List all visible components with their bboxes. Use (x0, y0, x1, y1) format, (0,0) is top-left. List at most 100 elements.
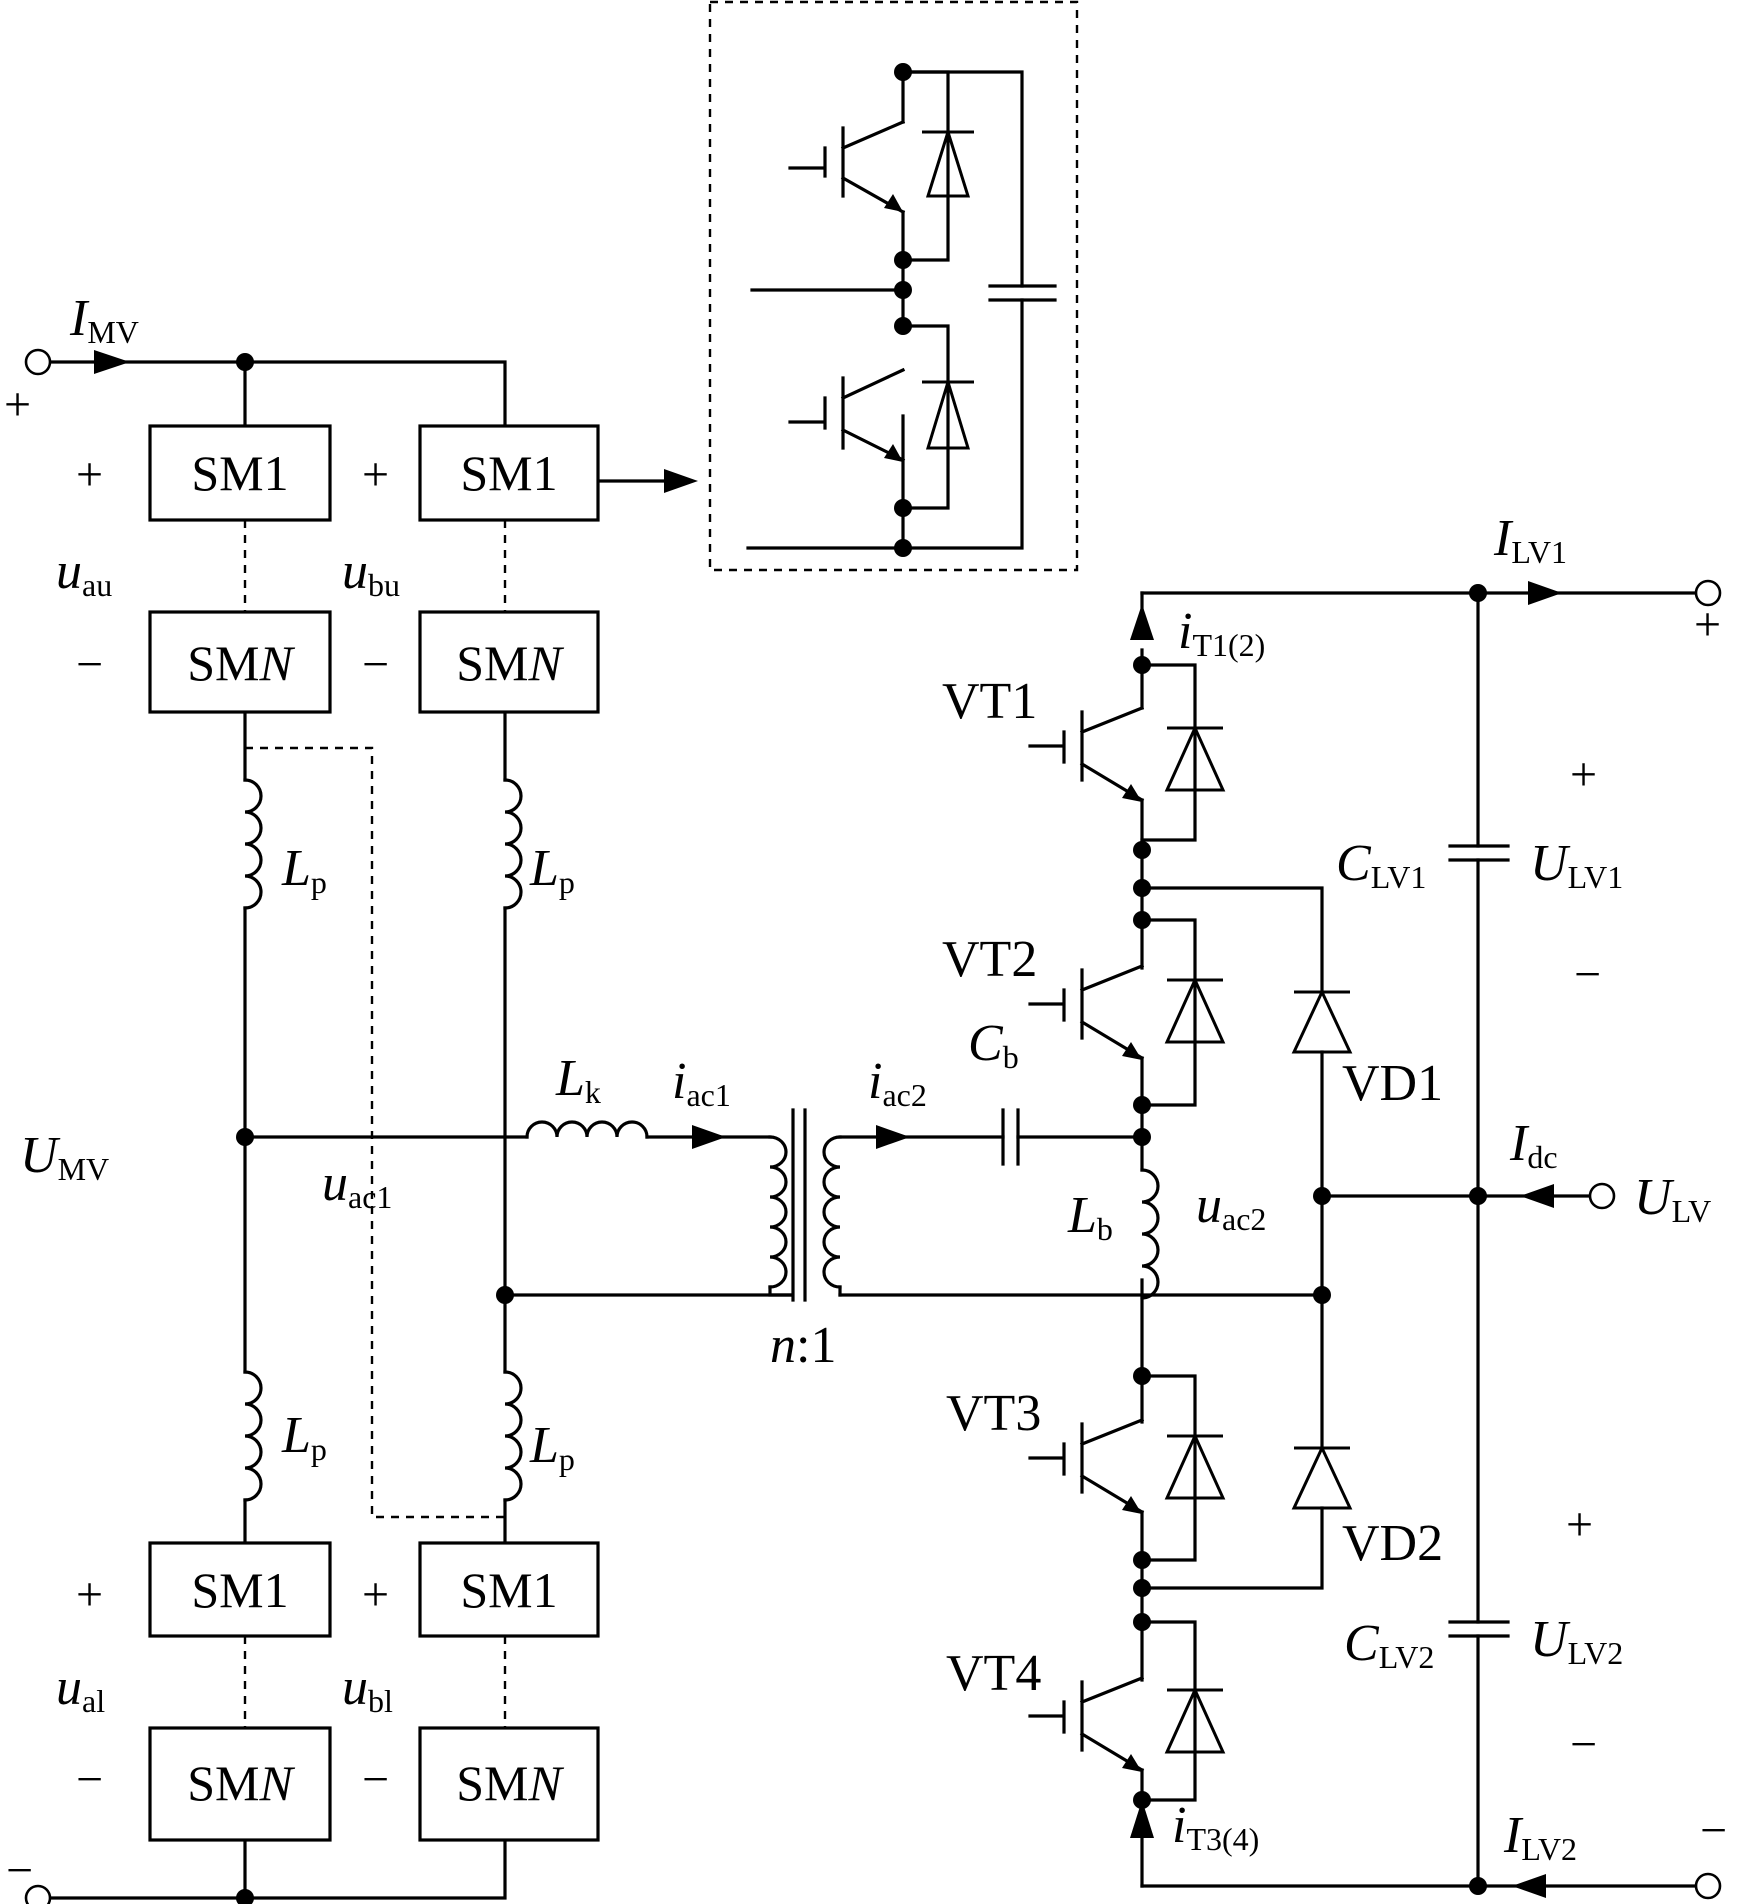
mv-minus-sign: − (6, 1844, 33, 1897)
mv-positive-bus (48, 360, 507, 428)
lv1-terminal (1694, 579, 1722, 607)
ulv1-label: ULV1 (1530, 835, 1623, 895)
sm1-upper-b-label: SM1 (460, 445, 557, 501)
arm-bl-plus: + (362, 1568, 389, 1621)
ilv2-arrow (1512, 1874, 1546, 1898)
vt1-label: VT1 (942, 673, 1037, 730)
smn-lower-a-label: SMN (187, 1755, 295, 1811)
vd1-diode (1291, 988, 1353, 1054)
lp-upper-b-inductor (503, 778, 523, 910)
lv-positive-terminal-plus: + (1694, 598, 1721, 651)
ulv2-minus: − (1570, 1718, 1597, 1771)
transformer-ratio-label: n:1 (770, 1317, 836, 1374)
arm-au-minus: − (76, 638, 103, 691)
vd1-label: VD1 (1342, 1055, 1443, 1112)
ulv2-plus: + (1566, 1498, 1593, 1551)
ual-label: ual (56, 1659, 105, 1719)
lv-negative-terminal-minus: − (1700, 1804, 1727, 1857)
clv2-label: CLV2 (1344, 1615, 1434, 1675)
vt1-igbt-switch (1028, 656, 1226, 859)
iac2-label: iac2 (868, 1053, 927, 1113)
cb-label: Cb (968, 1015, 1019, 1075)
submodule-box: SMN (148, 610, 332, 714)
lk-inductor (525, 1120, 649, 1139)
iac2-arrow (876, 1125, 910, 1149)
arm-bu-minus: − (362, 638, 389, 691)
submodule-box: SM1 (418, 424, 600, 522)
vt3-igbt-switch (1028, 1367, 1226, 1569)
lb-label: Lb (1067, 1187, 1113, 1247)
ulv2-label: ULV2 (1530, 1611, 1623, 1671)
it12-arrow (1130, 604, 1154, 640)
lv2-terminal (1694, 1872, 1722, 1900)
mv-negative-bus (48, 1838, 507, 1900)
lp-lower-b-inductor (503, 1370, 523, 1502)
arm-bl-minus: − (362, 1753, 389, 1806)
lp-lower-a-label: Lp (281, 1407, 327, 1467)
inset-dashed-border (708, 0, 1079, 572)
ubu-label: ubu (342, 543, 400, 603)
lp-upper-b-label: Lp (529, 840, 575, 900)
vt3-label: VT3 (946, 1385, 1041, 1442)
uac1-label: uac1 (322, 1155, 392, 1215)
vd2-diode (1291, 1444, 1353, 1510)
arm-al-plus: + (76, 1568, 103, 1621)
vd-column (1140, 886, 1324, 1590)
smn-lower-b-label: SMN (456, 1755, 564, 1811)
ulv-label: ULV (1634, 1169, 1711, 1229)
clv1-capacitor (1448, 844, 1510, 862)
inset-pointer-arrow (664, 469, 698, 493)
sm1-upper-a-label: SM1 (191, 445, 288, 501)
ulv1-minus: − (1574, 948, 1601, 1001)
lp-upper-a-label: Lp (281, 840, 327, 900)
lk-label: Lk (555, 1050, 601, 1110)
lp-upper-a-inductor (243, 778, 263, 910)
uac2-label: uac2 (1196, 1177, 1266, 1237)
vd2-label: VD2 (1342, 1515, 1443, 1572)
submodule-box: SMN (418, 610, 600, 714)
inset-capacitor-bus (901, 70, 1024, 550)
it12-label: iT1(2) (1178, 603, 1265, 663)
lp-lower-b-label: Lp (529, 1417, 575, 1477)
inset-capacitor (988, 284, 1057, 302)
ulv-terminal (1588, 1182, 1616, 1210)
sm1-lower-a-label: SM1 (191, 1562, 288, 1618)
mv-plus-sign: + (4, 378, 31, 431)
iac1-label: iac1 (672, 1053, 731, 1113)
mv-negative-terminal (24, 1884, 52, 1904)
sm1-lower-b-label: SM1 (460, 1562, 557, 1618)
ilv1-label: ILV1 (1493, 510, 1567, 570)
vt4-igbt-switch (1028, 1613, 1226, 1824)
submodule-box: SMN (418, 1726, 600, 1842)
mmc-wiring (24, 348, 792, 1904)
ulv1-plus: + (1570, 748, 1597, 801)
uau-label: uau (56, 543, 112, 603)
inset-lower-igbt (788, 324, 974, 510)
vt2-label: VT2 (942, 931, 1037, 988)
ilv2-label: ILV2 (1503, 1807, 1577, 1867)
idc-label: Idc (1509, 1115, 1558, 1175)
smn-upper-b-label: SMN (456, 635, 564, 691)
mv-positive-terminal (24, 348, 52, 376)
vt4-label: VT4 (946, 1645, 1041, 1702)
ubl-label: ubl (342, 1659, 393, 1719)
submodule-box: SM1 (418, 1541, 600, 1638)
ilv1-arrow (1528, 581, 1562, 605)
uac1-voltage-loop (245, 746, 505, 1519)
arm-au-plus: + (76, 448, 103, 501)
inset-upper-igbt (788, 70, 974, 262)
submodule-box: SMN (148, 1726, 332, 1842)
clv1-label: CLV1 (1336, 835, 1426, 895)
umv-label: UMV (20, 1127, 109, 1187)
lp-lower-a-inductor (243, 1370, 263, 1502)
submodule-box: SM1 (148, 424, 332, 522)
vt2-igbt-switch (1028, 911, 1226, 1114)
arm-al-minus: − (76, 1753, 103, 1806)
smn-upper-a-label: SMN (187, 635, 295, 691)
lb-inductor (1140, 1168, 1160, 1300)
submodule-box: SM1 (148, 1541, 332, 1638)
it34-label: iT3(4) (1172, 1797, 1259, 1857)
iac1-arrow (692, 1125, 726, 1149)
lv-converter-wiring (692, 579, 1722, 1900)
